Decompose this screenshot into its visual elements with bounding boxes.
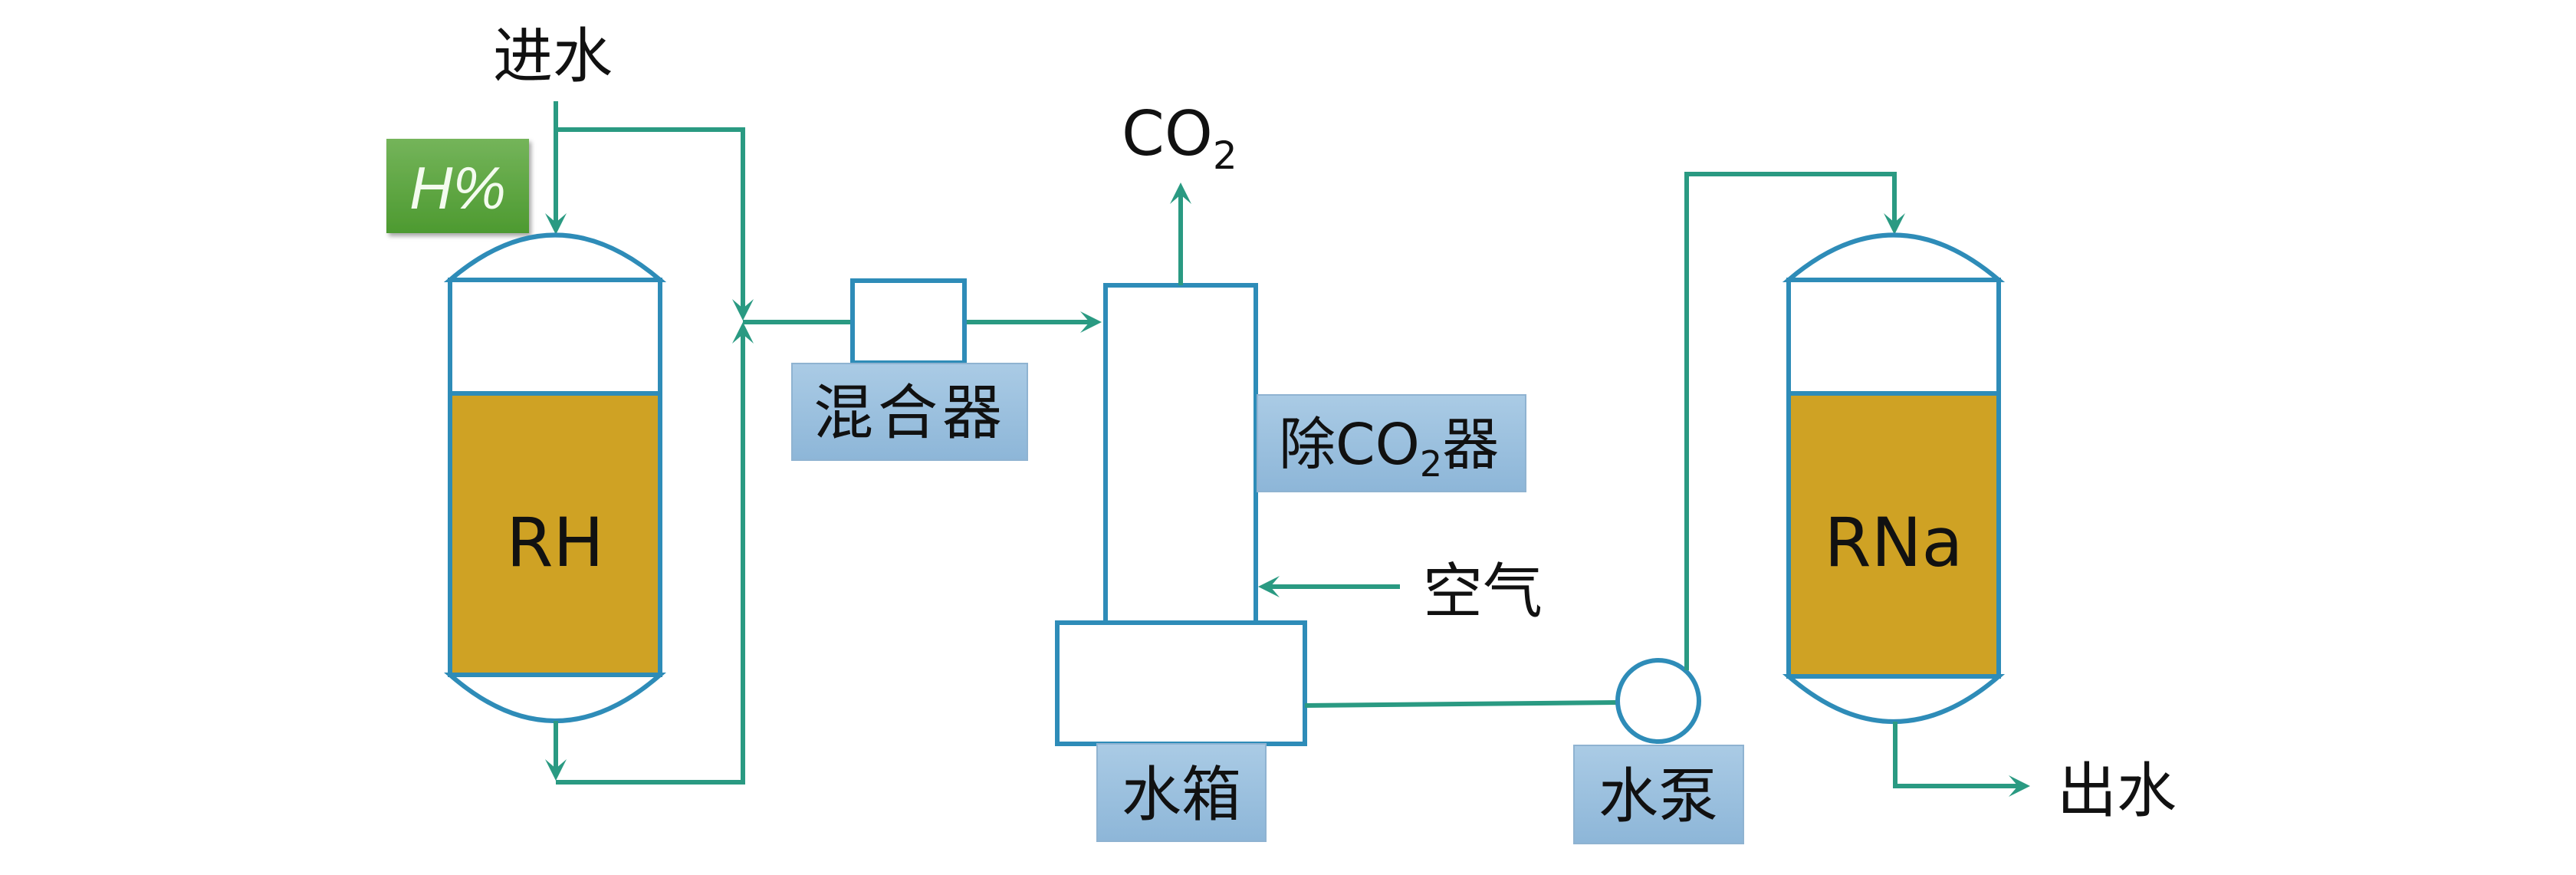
rna-resin-bed bbox=[1786, 391, 2001, 679]
arrow-down-icon bbox=[1884, 213, 1905, 235]
arrow-right-icon bbox=[1080, 311, 1102, 333]
co2-vent: CO2 bbox=[1122, 98, 1237, 285]
h-percent-text: H% bbox=[409, 154, 506, 222]
mixer-label-box bbox=[791, 363, 1028, 461]
water-tank: 水箱 bbox=[1055, 620, 1307, 842]
arrow-down-icon bbox=[545, 759, 567, 781]
mixer: 混合器 bbox=[791, 278, 1028, 461]
vessel-top-dome bbox=[443, 232, 667, 282]
rh-exchanger-vessel: RH bbox=[443, 232, 667, 723]
arrow-up-icon bbox=[732, 322, 754, 344]
air-label: 空气 bbox=[1423, 558, 1543, 627]
degasser-label-box bbox=[1257, 394, 1526, 492]
water-tank-label-box bbox=[1096, 743, 1267, 842]
rh-resin-label: RH bbox=[506, 503, 603, 582]
inlet-pipe bbox=[545, 101, 754, 321]
pump-to-rna-pipe bbox=[1684, 172, 1905, 670]
degasser-label: 除CO2器 bbox=[1279, 412, 1499, 485]
mixer-label: 混合器 bbox=[813, 379, 1007, 448]
air-inlet: 空气 bbox=[1258, 558, 1543, 627]
rh-outlet-pipe bbox=[545, 322, 754, 785]
arrow-down-icon bbox=[732, 299, 754, 321]
arrow-down-icon bbox=[545, 213, 567, 235]
pump-label: 水泵 bbox=[1598, 762, 1718, 831]
pump-icon bbox=[1615, 658, 1701, 744]
inlet-label: 进水 bbox=[493, 22, 613, 91]
vessel-bottom-dome bbox=[1782, 674, 2006, 724]
arrow-left-icon bbox=[1258, 576, 1280, 597]
h-percent-badge: H% bbox=[386, 139, 529, 233]
mixer-feed-pipe bbox=[743, 311, 1102, 333]
outlet-pipe: 出水 bbox=[1893, 722, 2177, 826]
co2-degasser: 除CO2器 bbox=[1103, 283, 1526, 625]
vessel-top-dome bbox=[1782, 232, 2006, 282]
outlet-label: 出水 bbox=[2057, 757, 2177, 826]
water-pump: 水泵 bbox=[1573, 658, 1744, 844]
co2-vent-label: CO2 bbox=[1122, 98, 1237, 178]
arrow-right-icon bbox=[2009, 775, 2030, 797]
rna-resin-label: RNa bbox=[1825, 503, 1963, 582]
rna-exchanger-vessel: RNa bbox=[1782, 232, 2006, 724]
water-tank-label: 水箱 bbox=[1122, 761, 1241, 830]
pump-label-box bbox=[1573, 745, 1744, 844]
vessel-bottom-dome bbox=[444, 673, 666, 723]
tank-to-pump-pipe bbox=[1304, 700, 1618, 708]
arrow-up-icon bbox=[1170, 183, 1191, 204]
